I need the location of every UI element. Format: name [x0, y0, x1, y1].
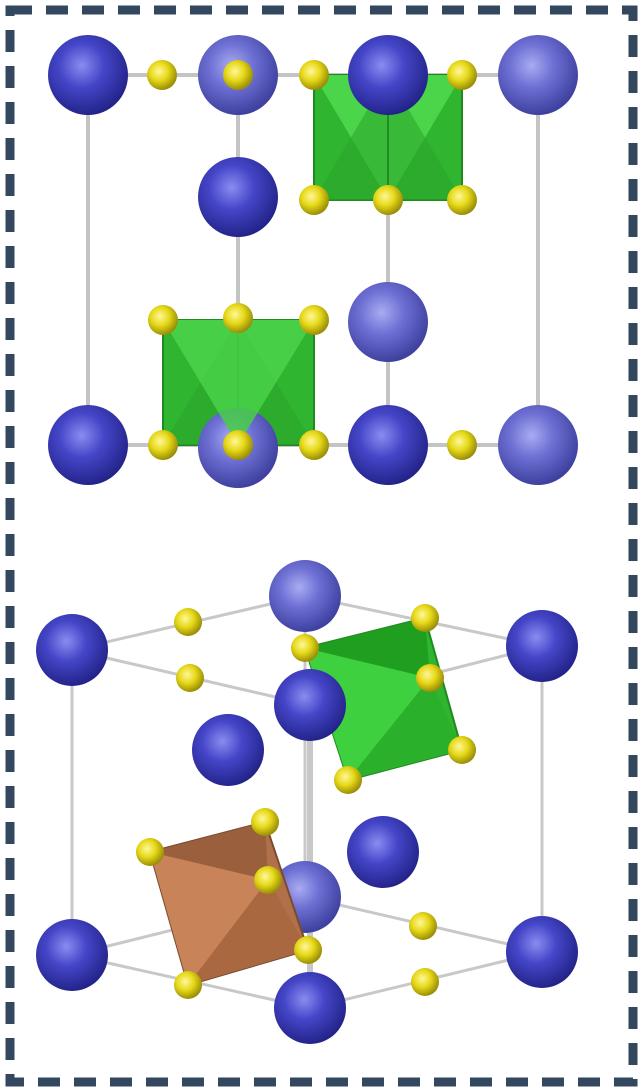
large-atom — [36, 919, 108, 991]
large-atom — [348, 405, 428, 485]
small-atom — [223, 60, 253, 90]
small-atom — [299, 305, 329, 335]
small-atom — [299, 185, 329, 215]
octahedron-face — [188, 880, 308, 985]
small-atom — [174, 608, 202, 636]
large-atom — [498, 35, 578, 115]
large-atom — [274, 669, 346, 741]
bottom-small-atoms — [136, 604, 476, 999]
small-atom — [416, 664, 444, 692]
top-crystal-structure-view — [48, 35, 578, 488]
small-atom — [291, 634, 319, 662]
large-atom — [48, 405, 128, 485]
small-atom — [448, 736, 476, 764]
large-atom — [348, 35, 428, 115]
small-atom — [373, 185, 403, 215]
octahedron-face — [348, 678, 462, 780]
bottom-crystal-structure-view — [36, 560, 578, 1044]
large-atom — [269, 560, 341, 632]
large-atom — [498, 405, 578, 485]
small-atom — [447, 60, 477, 90]
small-atom — [411, 604, 439, 632]
large-atom — [198, 157, 278, 237]
large-atom — [192, 714, 264, 786]
large-atom — [506, 610, 578, 682]
small-atom — [174, 971, 202, 999]
brown-octahedron — [148, 820, 310, 987]
small-atom — [223, 303, 253, 333]
small-atom — [409, 912, 437, 940]
large-atom — [506, 916, 578, 988]
large-atom — [348, 282, 428, 362]
octahedron-face — [305, 618, 430, 678]
top-small-atoms — [147, 60, 477, 460]
small-atom — [299, 430, 329, 460]
large-atom — [36, 614, 108, 686]
green-octahedron — [313, 74, 463, 201]
small-atom — [254, 866, 282, 894]
small-atom — [251, 808, 279, 836]
large-atom — [48, 35, 128, 115]
octahedron-face — [163, 320, 314, 445]
large-atom — [274, 972, 346, 1044]
small-atom — [147, 60, 177, 90]
small-atom — [223, 430, 253, 460]
small-atom — [411, 968, 439, 996]
small-atom — [447, 430, 477, 460]
small-atom — [334, 766, 362, 794]
green-octahedron — [303, 616, 464, 782]
dashed-frame — [5, 5, 638, 1087]
small-atom — [176, 664, 204, 692]
octahedron-face — [150, 852, 268, 985]
small-atom — [299, 60, 329, 90]
large-atom — [347, 816, 419, 888]
small-atom — [447, 185, 477, 215]
small-atom — [148, 430, 178, 460]
small-atom — [294, 936, 322, 964]
small-atom — [148, 305, 178, 335]
small-atom — [136, 838, 164, 866]
octahedron-face — [150, 822, 268, 880]
